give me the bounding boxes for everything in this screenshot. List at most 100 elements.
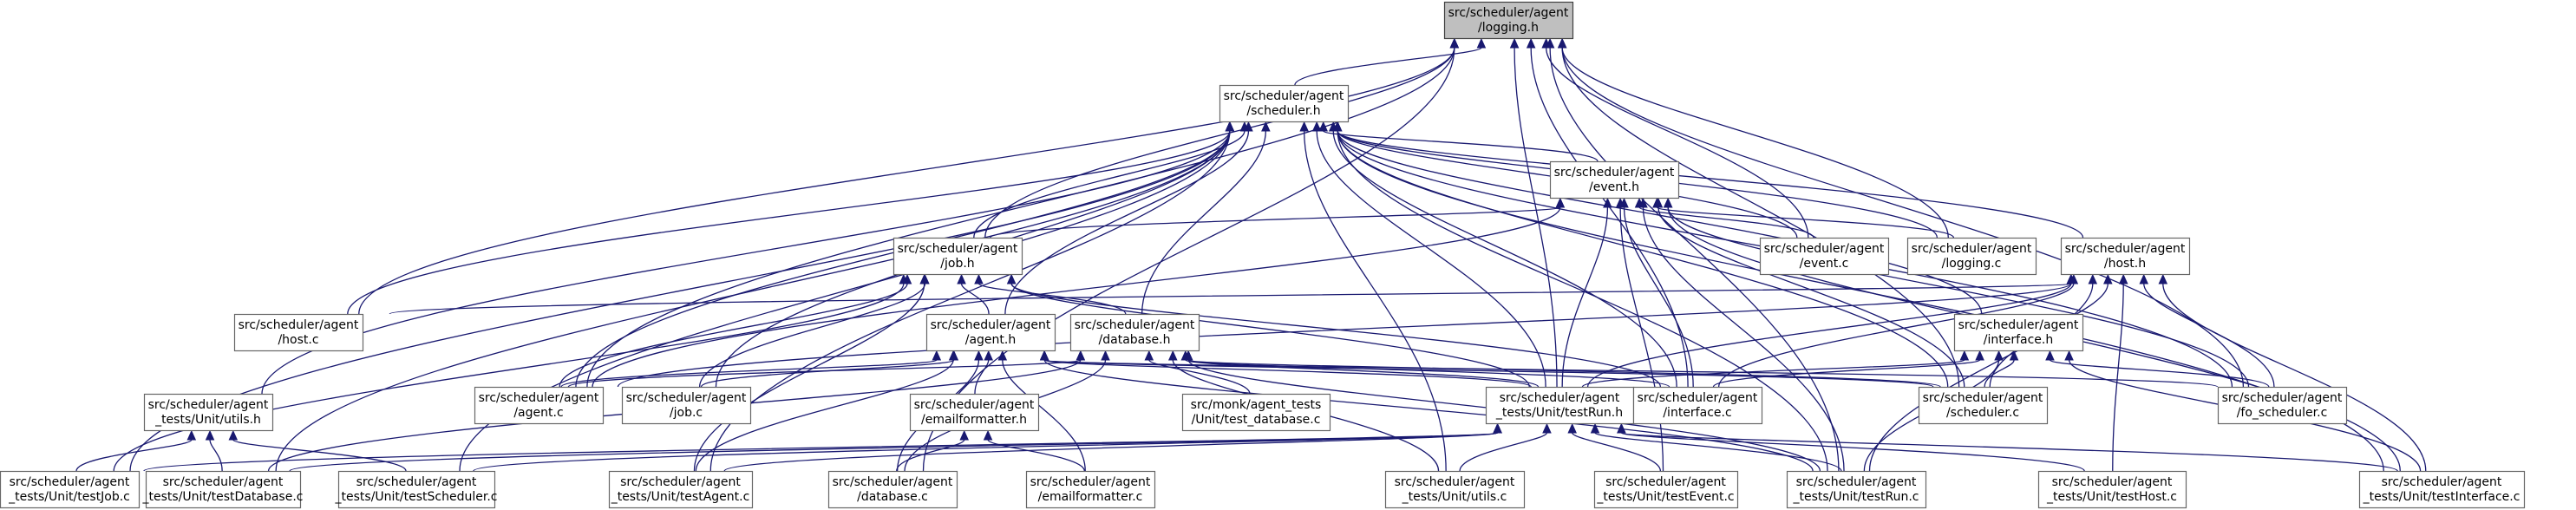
node-box bbox=[1181, 393, 1331, 432]
file-node-database-h[interactable]: src/scheduler/agent/database.h bbox=[1069, 313, 1200, 352]
node-box bbox=[1069, 313, 1200, 352]
arrowhead bbox=[1555, 197, 1566, 208]
file-node-testAgent-c[interactable]: src/scheduler/agent_tests/Unit/testAgent… bbox=[608, 470, 754, 509]
file-node-host-h[interactable]: src/scheduler/agent/host.h bbox=[2060, 237, 2191, 276]
arrowhead bbox=[919, 273, 929, 284]
arrowhead bbox=[1261, 121, 1271, 132]
arrowhead bbox=[2069, 273, 2079, 284]
arrowhead bbox=[983, 429, 993, 441]
arrowhead bbox=[1244, 121, 1253, 132]
arrowhead bbox=[1542, 422, 1552, 434]
file-node-testEvent-c[interactable]: src/scheduler/agent_tests/Unit/testEvent… bbox=[1593, 470, 1739, 509]
node-box bbox=[145, 470, 302, 509]
node-box bbox=[1384, 470, 1526, 509]
arrowhead bbox=[1545, 37, 1555, 49]
node-label-line: src/scheduler/agent bbox=[479, 391, 599, 405]
edge-fo-scheduler-c-to-interface-h bbox=[2049, 359, 2270, 388]
node-label-line: src/scheduler/agent bbox=[2382, 475, 2502, 489]
file-node-testDatabase-c[interactable]: src/scheduler/agent_tests/Unit/testDatab… bbox=[142, 470, 304, 509]
edge-host-c-to-logging-h bbox=[358, 47, 1455, 315]
edge-testRun-c-to-scheduler-h bbox=[1337, 130, 1828, 472]
node-label-line: src/scheduler/agent bbox=[898, 242, 1018, 256]
node-label-line: src/scheduler/agent bbox=[914, 398, 1035, 412]
file-node-testInterface-c[interactable]: src/scheduler/agent_tests/Unit/testInter… bbox=[2358, 470, 2526, 509]
node-label-line: src/scheduler/agent bbox=[931, 318, 1051, 332]
file-node-testJob-c[interactable]: src/scheduler/agent_tests/Unit/testJob.c bbox=[0, 470, 141, 509]
node-label-line: _tests/Unit/testRun.h bbox=[1495, 406, 1623, 420]
edge-host-c-to-host-h bbox=[389, 283, 2072, 315]
file-node-interface-c[interactable]: src/scheduler/agent/interface.c bbox=[1632, 386, 1763, 425]
file-node-fo-scheduler-c[interactable]: src/scheduler/agent/fo_scheduler.c bbox=[2217, 386, 2348, 425]
edge-testRun-h-to-database-h bbox=[1185, 359, 1540, 388]
file-node-job-c[interactable]: src/scheduler/agent/job.c bbox=[621, 386, 752, 425]
edge-interface-c-to-host-h bbox=[1718, 283, 2075, 388]
arrowhead bbox=[205, 429, 215, 441]
file-node-scheduler-c[interactable]: src/scheduler/agent/scheduler.c bbox=[1918, 386, 2049, 425]
file-node-scheduler-h[interactable]: src/scheduler/agent/scheduler.h bbox=[1219, 84, 1350, 123]
edge-testEvent-c-to-testRun-h bbox=[1572, 432, 1662, 472]
file-node-utils-c[interactable]: src/scheduler/agent_tests/Unit/utils.c bbox=[1384, 470, 1526, 509]
edge-testJob-c-to-job-h bbox=[113, 283, 905, 472]
arrowhead bbox=[1006, 273, 1017, 284]
file-node-emailformatter-c[interactable]: src/scheduler/agent/emailformatter.c bbox=[1025, 470, 1156, 509]
node-label-line: src/scheduler/agent bbox=[1554, 166, 1675, 180]
file-node-interface-h[interactable]: src/scheduler/agent/interface.h bbox=[1953, 313, 2084, 352]
edge-host-h-to-scheduler-h bbox=[1337, 130, 2084, 239]
node-label-line: /agent.c bbox=[513, 406, 563, 420]
node-label-line: src/scheduler/agent bbox=[1605, 475, 1726, 489]
node-label-line: /interface.c bbox=[1663, 406, 1731, 420]
arrowhead bbox=[2139, 273, 2148, 284]
edge-agent-c-to-event-h bbox=[592, 206, 1561, 388]
node-label-line: /logging.h bbox=[1478, 21, 1539, 35]
file-node-agent-h[interactable]: src/scheduler/agent/agent.h bbox=[925, 313, 1056, 352]
file-node-test-database-monk[interactable]: src/monk/agent_tests/Unit/test_database.… bbox=[1181, 393, 1331, 432]
edge-job-h-to-event-h bbox=[990, 206, 1561, 239]
edge-testRun-c-to-testRun-h bbox=[1594, 432, 1842, 472]
node-label-line: _tests/Unit/testAgent.c bbox=[611, 490, 750, 504]
edge-fo-scheduler-c-to-event-h bbox=[1667, 206, 2250, 388]
edge-agent-c-to-agent-h bbox=[560, 359, 938, 388]
edge-event-c-to-logging-h bbox=[1546, 47, 1809, 239]
file-node-testRun-c[interactable]: src/scheduler/agent_tests/Unit/testRun.c bbox=[1786, 470, 1927, 509]
edge-event-c-to-event-h bbox=[1638, 206, 1814, 239]
arrowhead bbox=[1101, 350, 1110, 361]
arrowhead bbox=[1225, 121, 1235, 132]
file-node-logging-c[interactable]: src/scheduler/agent/logging.c bbox=[1906, 237, 2037, 276]
node-label-line: src/scheduler/agent bbox=[2222, 391, 2343, 405]
node-label-line: /event.h bbox=[1589, 180, 1639, 194]
edge-test-database-monk-to-database-h bbox=[1148, 359, 1251, 395]
file-node-emailformatter-h[interactable]: src/scheduler/agent/emailformatter.h bbox=[909, 393, 1040, 432]
edge-testAgent-c-to-agent-h bbox=[695, 359, 954, 472]
node-box bbox=[474, 386, 605, 425]
edge-interface-h-to-scheduler-h bbox=[1337, 130, 1983, 315]
arrowhead bbox=[2009, 350, 2019, 361]
arrowhead bbox=[984, 350, 993, 361]
node-label-line: src/scheduler/agent bbox=[1638, 391, 1758, 405]
node-box bbox=[909, 393, 1040, 432]
edge-database-h-to-scheduler-h bbox=[1141, 130, 1267, 315]
arrowhead bbox=[1311, 121, 1322, 132]
node-label-line: src/scheduler/agent bbox=[620, 475, 741, 489]
arrowhead bbox=[1509, 37, 1520, 49]
file-node-event-h[interactable]: src/scheduler/agent/event.h bbox=[1549, 160, 1680, 199]
edge-job-c-to-job-h bbox=[699, 283, 926, 388]
file-node-event-c[interactable]: src/scheduler/agent/event.c bbox=[1759, 237, 1890, 276]
file-node-testHost-c[interactable]: src/scheduler/agent_tests/Unit/testHost.… bbox=[2037, 470, 2187, 509]
arrowhead bbox=[2103, 273, 2113, 284]
file-node-host-c[interactable]: src/scheduler/agent/host.c bbox=[233, 313, 364, 352]
file-node-logging-h[interactable]: src/scheduler/agent/logging.h bbox=[1443, 1, 1574, 40]
file-node-testScheduler-c[interactable]: src/scheduler/agent_tests/Unit/testSched… bbox=[335, 470, 498, 509]
edge-interface-c-to-interface-h bbox=[1712, 359, 1981, 388]
file-node-job-h[interactable]: src/scheduler/agent/job.h bbox=[892, 237, 1023, 276]
node-box bbox=[0, 470, 141, 509]
file-node-database-c[interactable]: src/scheduler/agent/database.c bbox=[827, 470, 958, 509]
edge-emailformatter-h-to-agent-h bbox=[974, 359, 990, 395]
file-node-agent-c[interactable]: src/scheduler/agent/agent.c bbox=[474, 386, 605, 425]
file-node-utils-h[interactable]: src/scheduler/agent_tests/Unit/utils.h bbox=[143, 393, 274, 432]
node-box bbox=[337, 470, 496, 509]
node-label-line: /emailformatter.h bbox=[921, 413, 1027, 427]
file-node-testRun-h[interactable]: src/scheduler/agent_tests/Unit/testRun.h bbox=[1485, 386, 1635, 425]
edge-logging-c-to-logging-h bbox=[1561, 47, 1949, 239]
node-label-line: /logging.c bbox=[1942, 257, 2002, 271]
node-box bbox=[892, 237, 1023, 276]
